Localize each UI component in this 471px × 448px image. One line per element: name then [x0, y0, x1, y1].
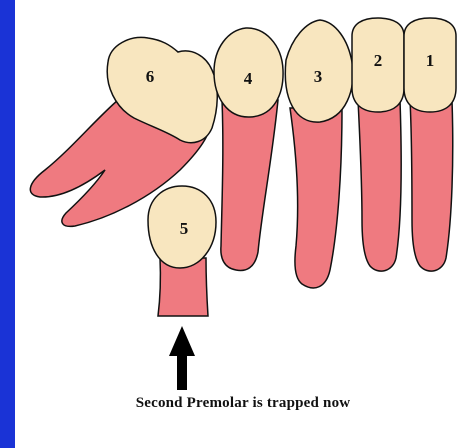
- tooth-5-label: 5: [180, 219, 189, 238]
- tooth-1-label: 1: [426, 51, 435, 70]
- tooth-4-label: 4: [244, 69, 253, 88]
- tooth-1-root: [410, 100, 453, 271]
- tooth-2-root: [358, 100, 401, 271]
- tooth-3-label: 3: [314, 67, 323, 86]
- up-arrow-icon: [169, 326, 195, 390]
- tooth-2-label: 2: [374, 51, 383, 70]
- diagram-caption: Second Premolar is trapped now: [15, 395, 471, 412]
- tooth-4-root: [221, 100, 278, 270]
- tooth-3-root: [290, 108, 342, 288]
- tooth-6-label: 6: [146, 67, 155, 86]
